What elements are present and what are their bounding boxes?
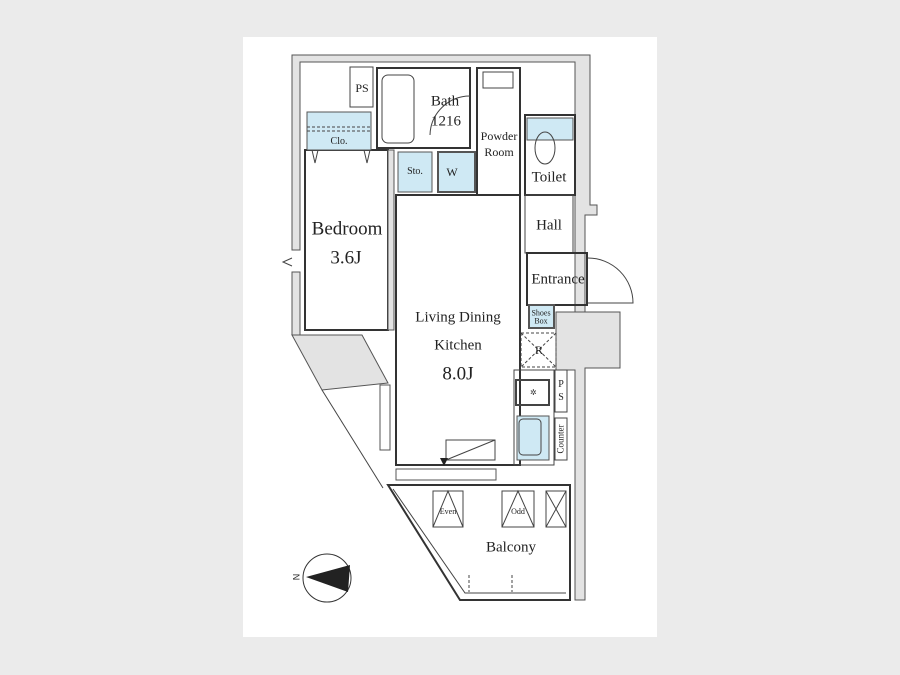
- sink: [516, 415, 550, 461]
- stairs-diagonal: [445, 439, 496, 461]
- balcony-drains: [468, 575, 513, 592]
- ps-label: PS: [355, 81, 369, 95]
- stairs-hatch: [445, 439, 496, 461]
- storage-label: Sto.: [407, 166, 423, 177]
- toilet-bowl: [534, 131, 556, 165]
- ac-even-label: Even: [439, 507, 457, 516]
- toilet-label: Toilet: [531, 169, 567, 186]
- storage: [397, 151, 433, 193]
- washer-label: W: [446, 165, 458, 179]
- powder-room-label-2: Room: [484, 145, 514, 159]
- bedroom-outline: [304, 149, 389, 331]
- balcony-outline: [386, 484, 571, 601]
- fridge-cross: [520, 332, 557, 368]
- ldk-outline: [395, 194, 521, 466]
- diagonal-outer-line: [321, 389, 384, 489]
- entrance-label: Entrance: [531, 271, 585, 288]
- ac-odd-mark: [501, 489, 535, 528]
- ac-even-mark: [432, 489, 464, 528]
- stove: [515, 379, 550, 406]
- bath-outline: [376, 67, 471, 149]
- washbasin: [482, 71, 514, 89]
- balcony-label: Balcony: [486, 539, 536, 556]
- ldk-side-window: [379, 384, 391, 451]
- counter-label: Counter: [555, 424, 566, 454]
- ps-kitchen-label-1: P: [558, 379, 564, 390]
- ac-unit-3: [545, 490, 567, 528]
- ac-3-cross: [545, 490, 567, 528]
- ps-shaft: [349, 66, 374, 108]
- compass-north-label: N: [291, 573, 302, 581]
- stairs-arrow-icon: [440, 458, 448, 466]
- fridge-label: R: [534, 343, 544, 357]
- bath-label: Bath: [430, 93, 460, 110]
- shoes-box-label-2: Box: [534, 316, 548, 326]
- shoes-box: [528, 304, 555, 329]
- sink-basin: [518, 418, 542, 456]
- bathtub: [381, 74, 415, 144]
- closet-label: Clo.: [330, 136, 348, 147]
- counter: [554, 417, 568, 461]
- toilet-tank-area: [526, 117, 574, 141]
- balcony-rail: [392, 488, 566, 594]
- ldk-size: 8.0J: [442, 363, 474, 385]
- outer-wall-left-lower: [291, 271, 301, 336]
- closet-doors: [311, 149, 371, 164]
- washer-space: [437, 151, 476, 193]
- ac-odd-label: Odd: [511, 507, 525, 516]
- entrance-outline: [526, 252, 588, 306]
- hall-label: Hall: [536, 217, 562, 234]
- right-block: [555, 311, 621, 601]
- ps-kitchen-label-2: S: [558, 392, 564, 403]
- diagonal-wall: [291, 334, 389, 391]
- bedroom-partition: [387, 149, 395, 331]
- bedroom-label: Bedroom: [311, 218, 383, 240]
- bedroom-size: 3.6J: [330, 247, 362, 269]
- bath-door-swing: [429, 95, 471, 136]
- bedroom-window-door: [281, 257, 293, 267]
- burner-icon: ✲: [530, 388, 537, 397]
- entrance-door-swing: [587, 257, 634, 304]
- ldk-label-2: Kitchen: [434, 337, 482, 354]
- ldk-label-1: Living Dining: [415, 309, 501, 326]
- balcony-window: [395, 468, 497, 481]
- kitchen-area: [513, 369, 555, 466]
- ps-kitchen: [554, 369, 568, 413]
- shoes-box-label-1: Shoes: [531, 308, 551, 318]
- compass-arrow-icon: [306, 565, 350, 592]
- bath-size: 1216: [431, 113, 461, 130]
- powder-room-label-1: Powder: [480, 129, 518, 143]
